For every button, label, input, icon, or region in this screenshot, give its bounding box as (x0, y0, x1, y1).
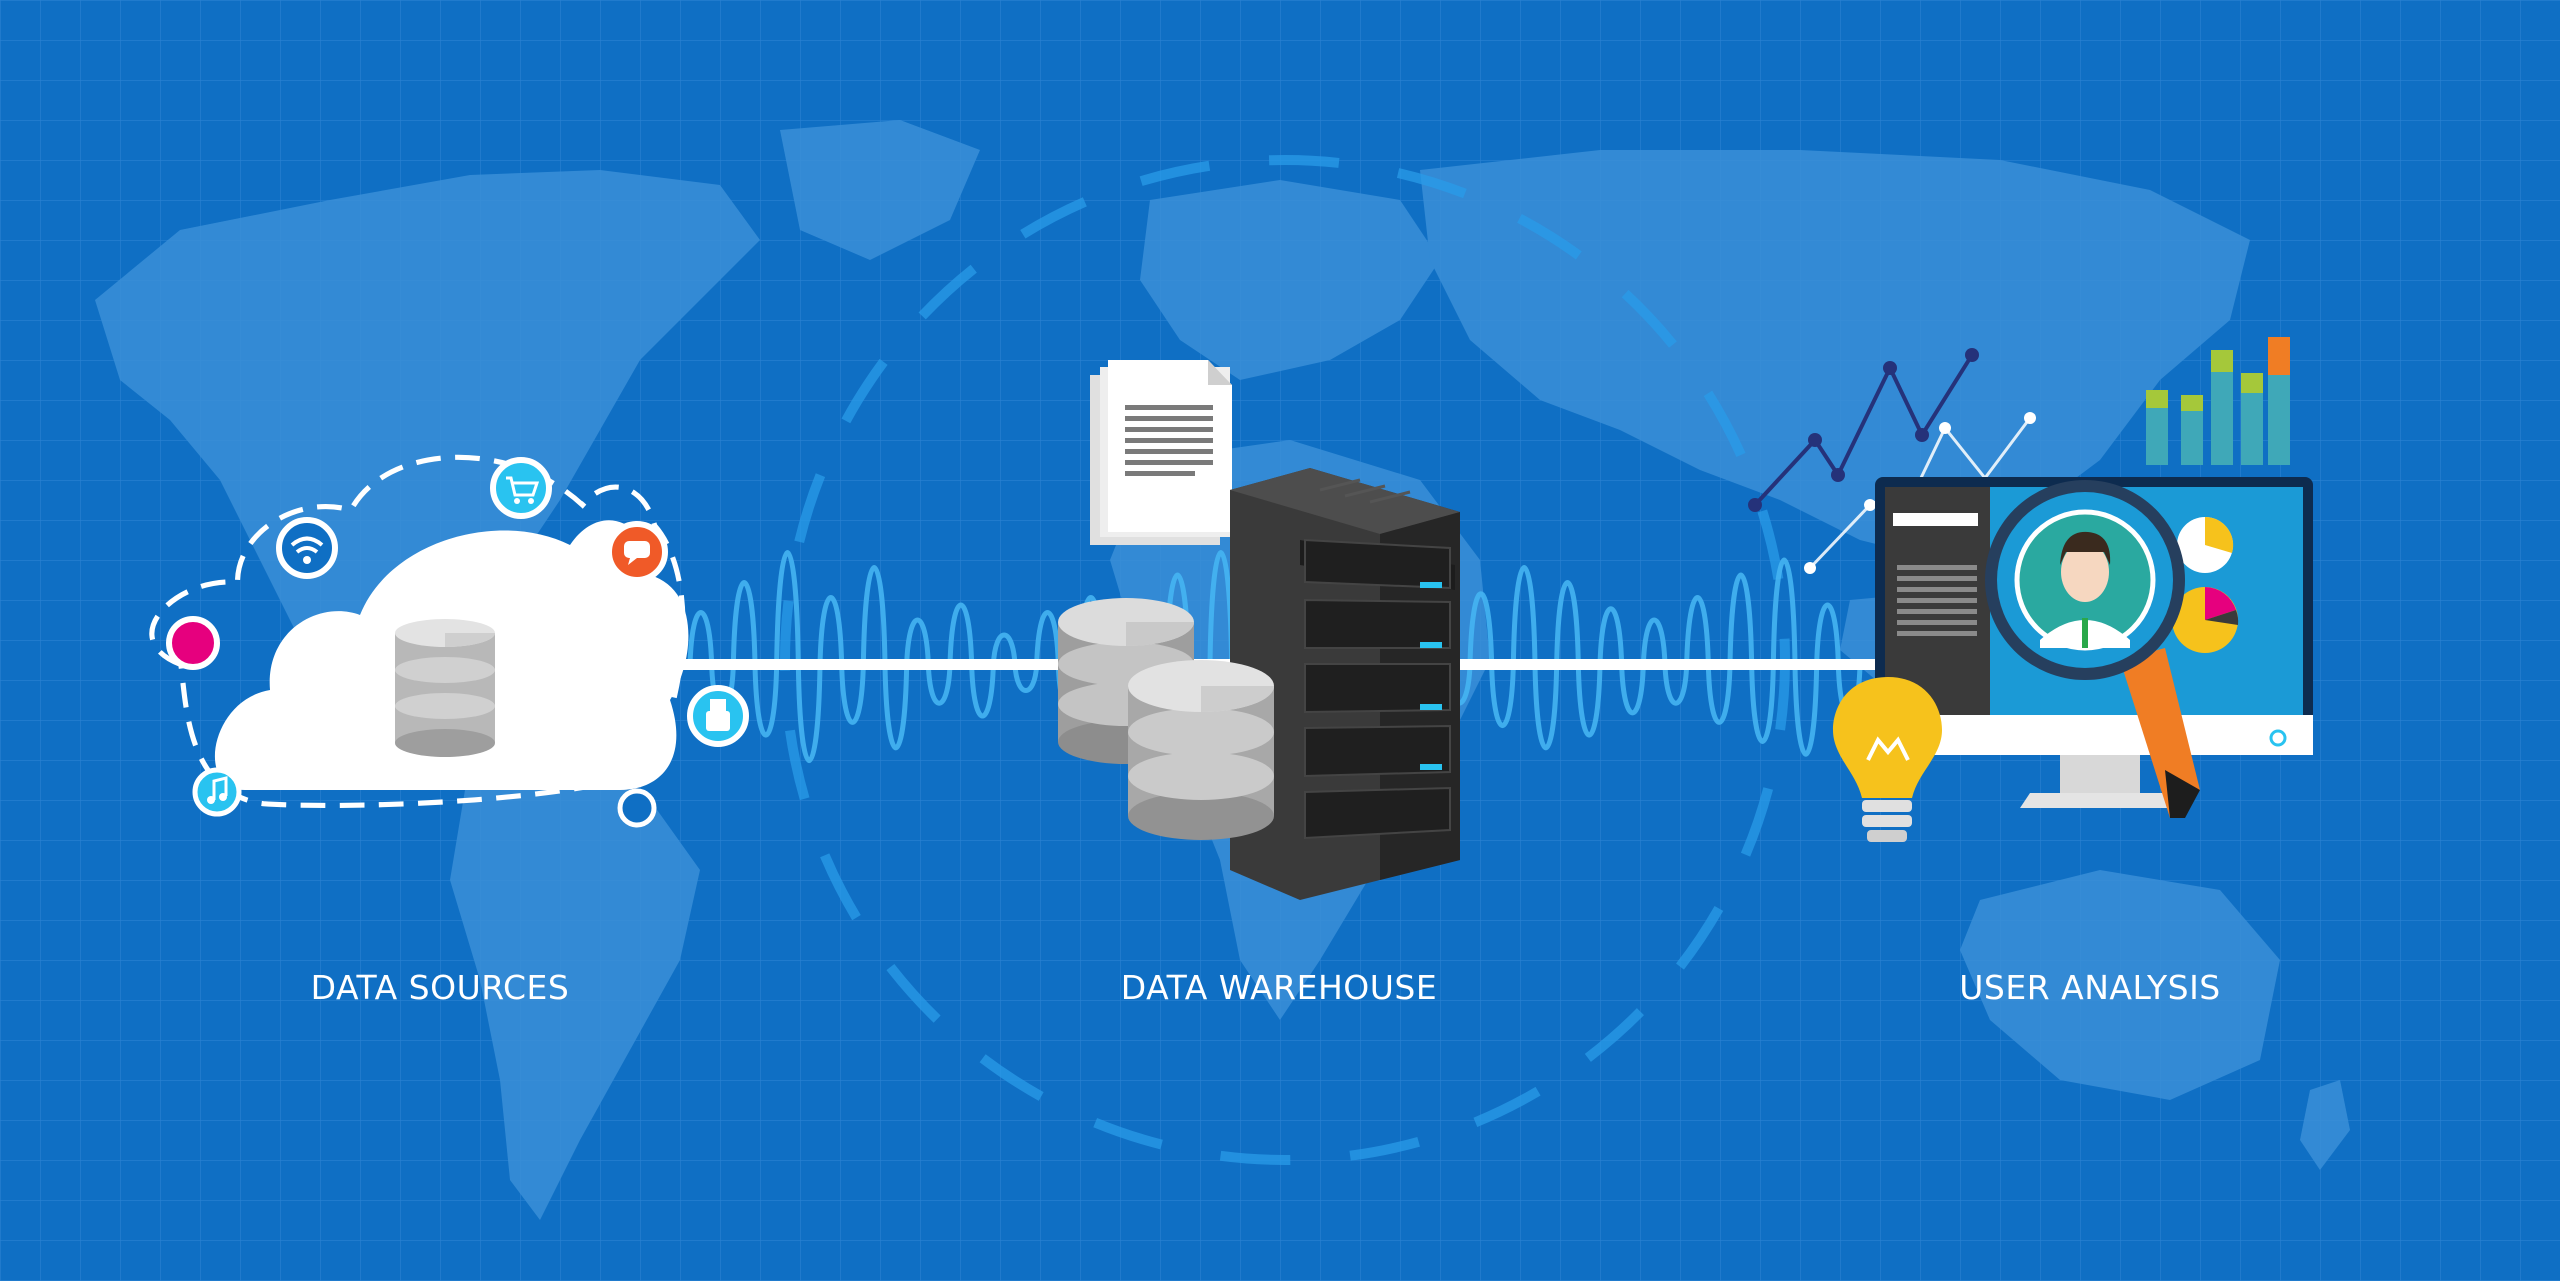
continent-south-america (450, 760, 700, 1220)
label-data-warehouse: DATA WAREHOUSE (1120, 968, 1438, 1007)
cloud-dashed-outline (149, 454, 686, 809)
cloud-group (149, 454, 749, 828)
cloud-database-icon (395, 619, 495, 757)
label-data-sources: DATA SOURCES (310, 968, 570, 1007)
music-note-icon (192, 767, 242, 817)
warehouse-group (1058, 360, 1460, 900)
shopping-cart-icon (490, 457, 552, 519)
light-bulb-icon (1833, 677, 1942, 842)
wifi-icon (276, 517, 338, 579)
continent-europe (1140, 180, 1440, 380)
continent-north-america (95, 170, 760, 740)
empty-dot-icon (617, 788, 657, 828)
trend-points-light (1804, 412, 2036, 574)
magnifier-avatar-icon (1985, 480, 2200, 818)
magenta-dot-icon (166, 616, 220, 670)
server-rack-icon (1230, 468, 1460, 900)
continent-greenland (780, 120, 980, 260)
analysis-group (1748, 337, 2313, 842)
trend-line-light (1808, 417, 2032, 570)
disk-stack-front-icon (1128, 660, 1274, 840)
trend-points-dark (1748, 348, 1979, 512)
label-user-analysis: USER ANALYSIS (1959, 968, 2221, 1007)
usb-icon (687, 685, 749, 747)
continent-asia (1420, 150, 2250, 560)
continent-new-zealand (2300, 1080, 2350, 1170)
chat-bubble-icon (606, 521, 668, 583)
bar-chart-icon (2146, 337, 2290, 465)
continent-australia (1960, 870, 2280, 1100)
trend-line-dark (1753, 353, 1974, 507)
document-stack-icon (1090, 360, 1232, 545)
